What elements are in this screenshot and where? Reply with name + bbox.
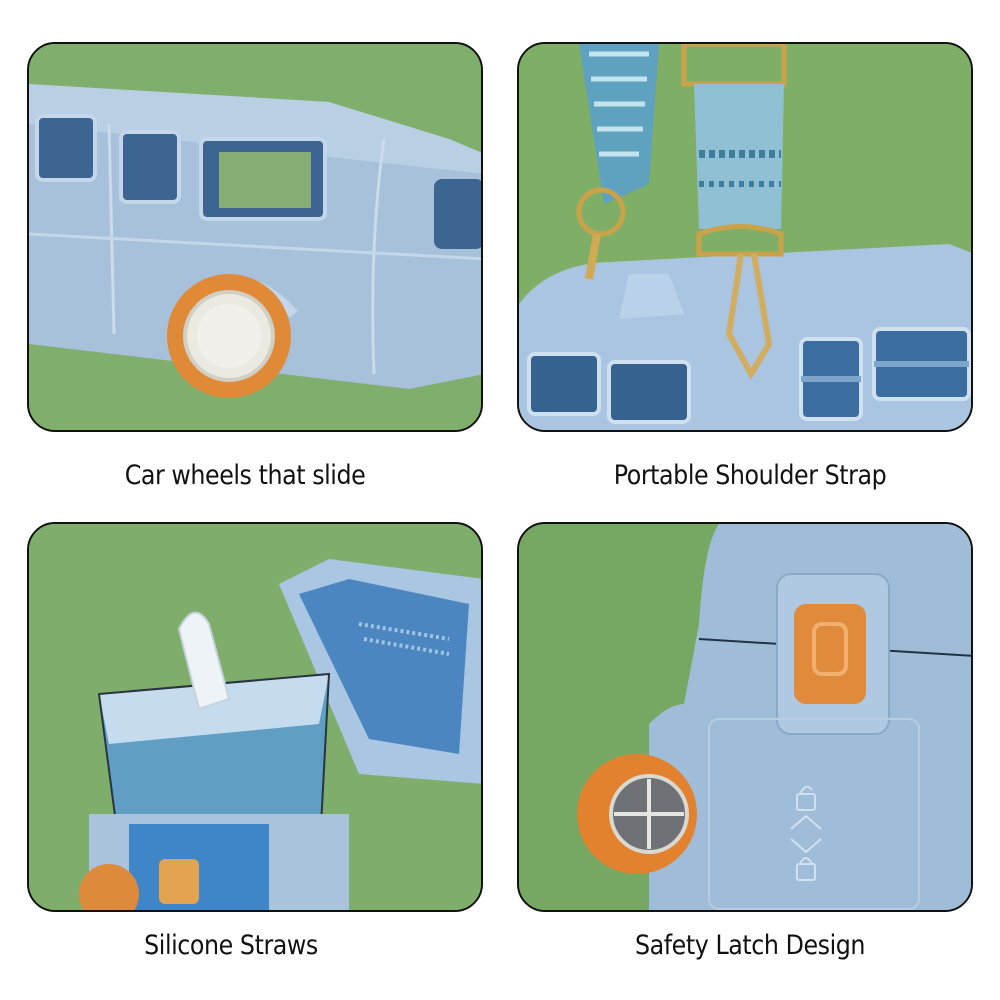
lock-unlock-arrows [790,785,822,881]
silicone-straw-illustration [29,524,481,910]
feature-panel-latch [517,522,973,912]
caption-wheels: Car wheels that slide [124,460,366,491]
feature-panel-straws [27,522,483,912]
bus-wheels-illustration [29,44,481,430]
caption-latch: Safety Latch Design [634,930,866,961]
safety-latch-illustration [519,524,971,910]
caption-strap: Portable Shoulder Strap [613,460,887,491]
feature-panel-wheels [27,42,483,432]
caption-straws: Silicone Straws [144,930,318,961]
shoulder-strap-illustration [519,44,971,430]
feature-panel-strap [517,42,973,432]
